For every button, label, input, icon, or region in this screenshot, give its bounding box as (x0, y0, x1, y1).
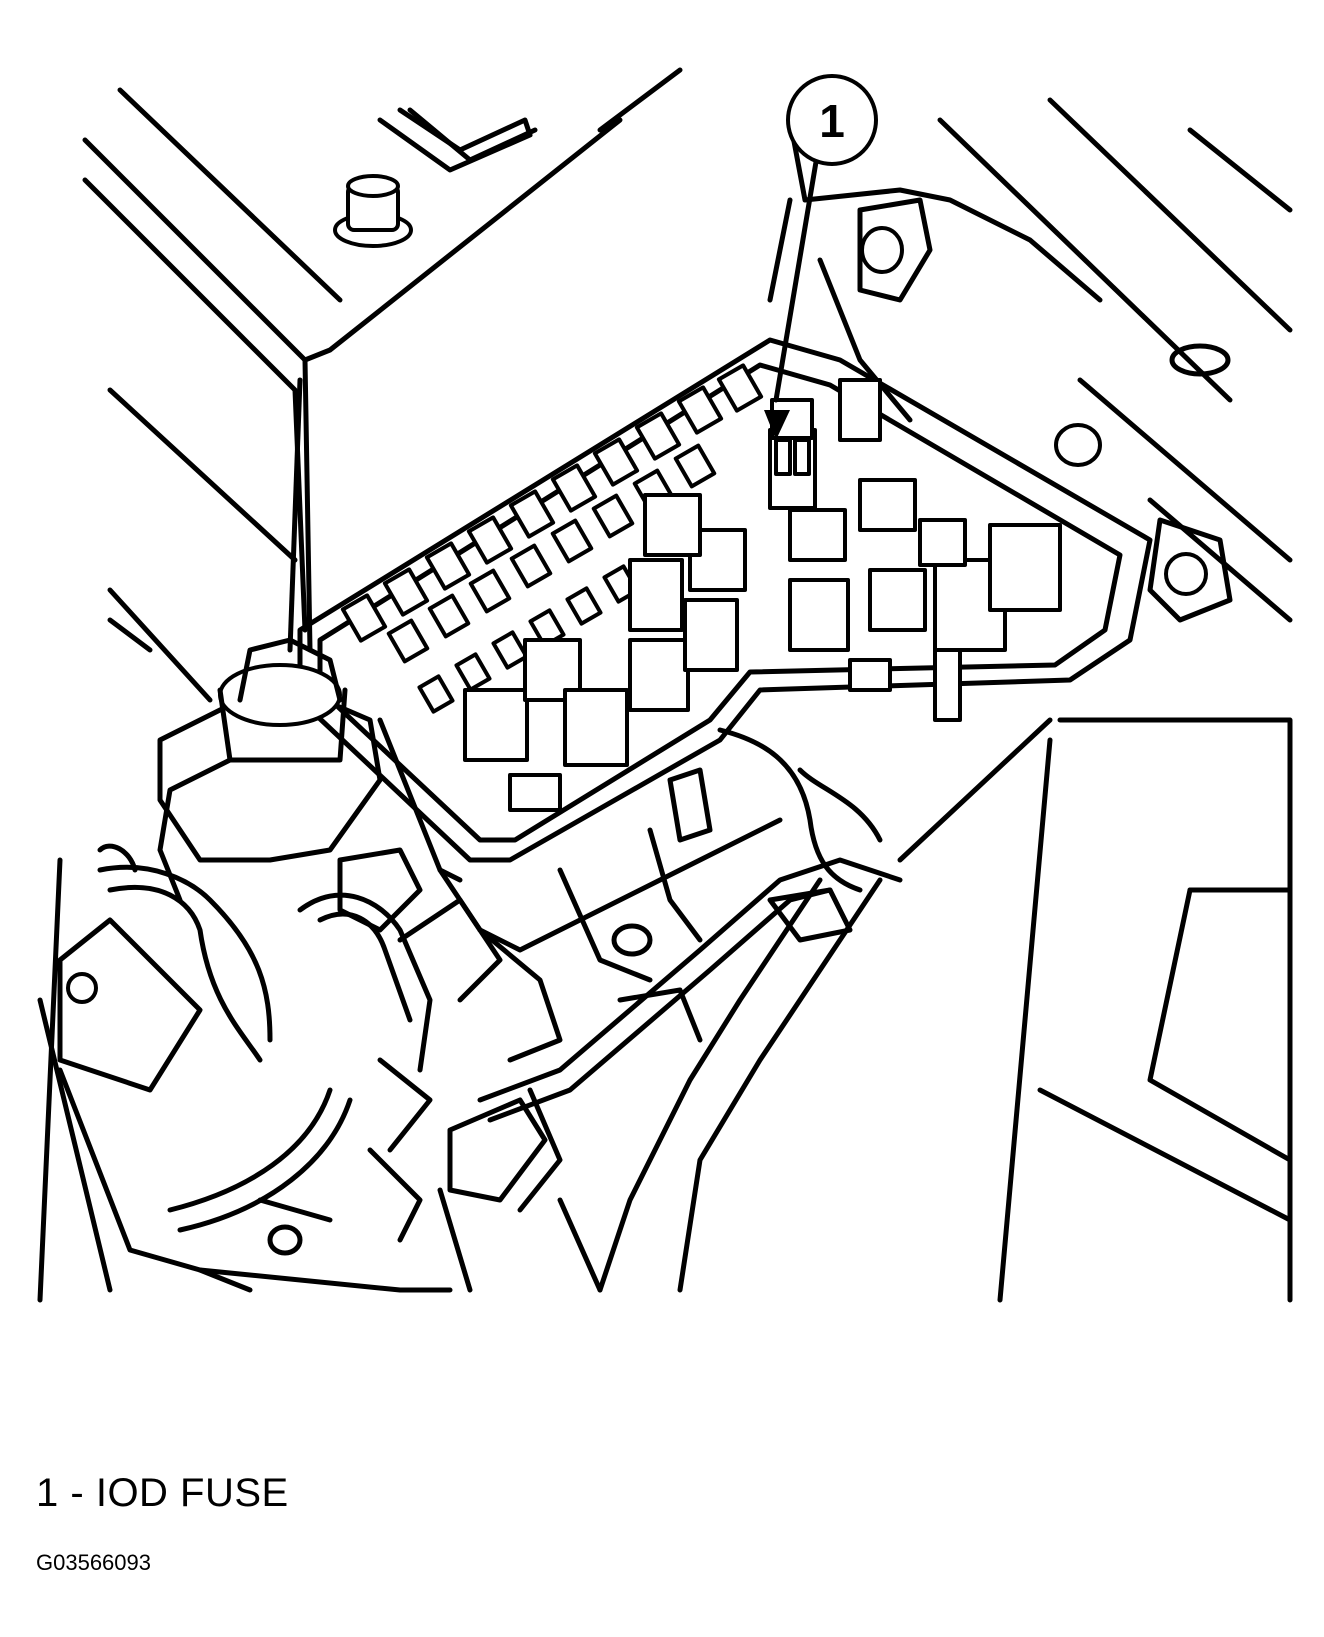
mini-fuse-row-middle (386, 443, 717, 664)
relay-group (463, 378, 1062, 812)
legend-item: 1 - IOD FUSE (36, 1473, 289, 1513)
legend-separator: - (70, 1471, 85, 1515)
callout-1: 1 (764, 74, 878, 440)
engine-bay-line-drawing: 1 (37, 67, 1293, 1303)
battery (82, 67, 683, 653)
iod-fuse (768, 398, 817, 510)
callout-number: 1 (819, 95, 845, 147)
legend-label: IOD FUSE (95, 1471, 289, 1515)
mini-fuse-row-lower (417, 564, 640, 714)
power-distribution-center (297, 337, 1153, 983)
mounting-bracket (767, 197, 1233, 623)
mini-fuse-row-upper (340, 363, 764, 643)
frame-and-brackets (37, 387, 603, 1303)
figure-id: G03566093 (36, 1550, 151, 1575)
inner-fender-panel (787, 97, 1293, 1303)
wiring-harness (97, 717, 1053, 1293)
fuse-box-illustration: 1 (37, 67, 1293, 1303)
coolant-reservoir (157, 637, 383, 903)
legend-number: 1 (36, 1471, 59, 1515)
